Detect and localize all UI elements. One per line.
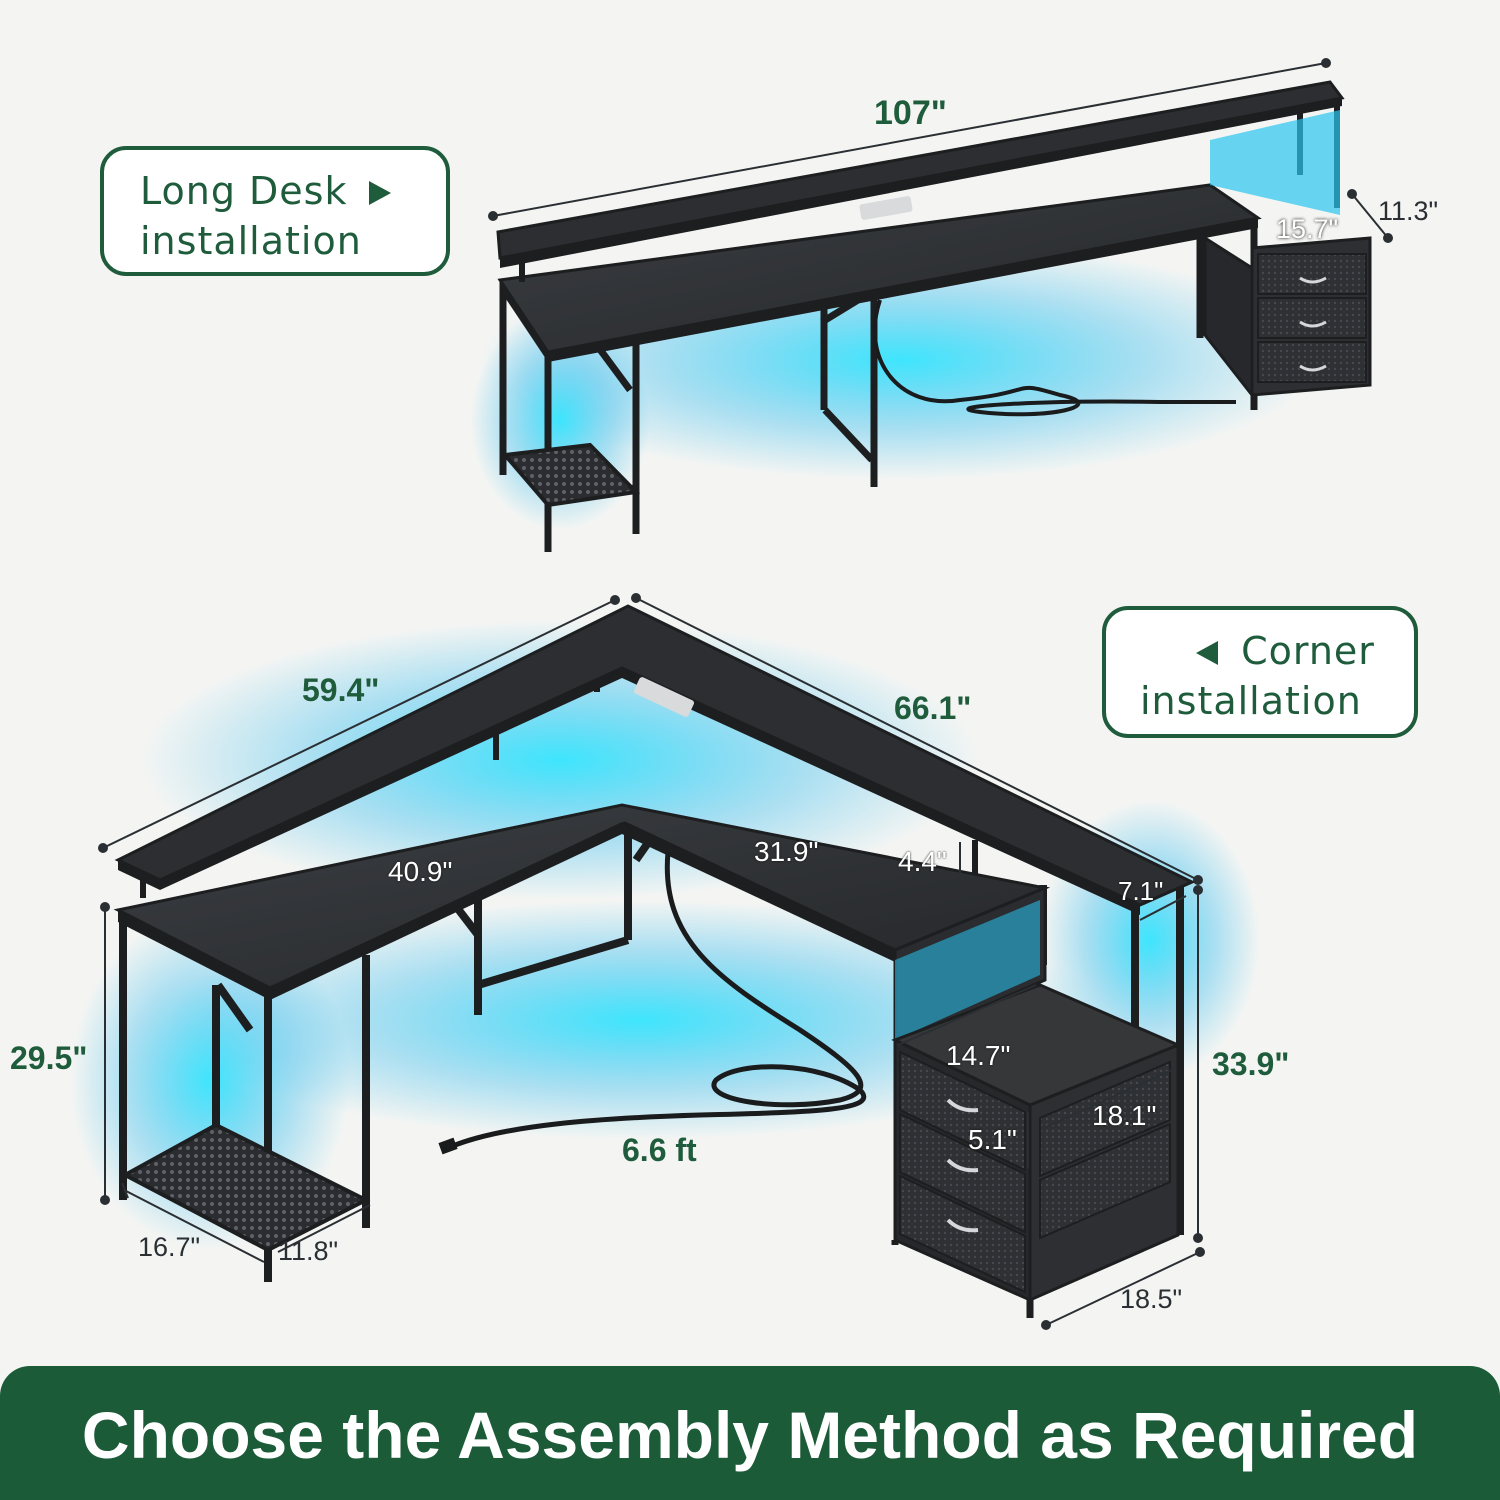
long-desk-badge: Long Desk installation: [100, 146, 450, 276]
corner-riser-height-label: 4.4": [898, 846, 947, 877]
corner-badge-subtitle: installation: [1140, 679, 1362, 723]
long-desk-length-label: 107": [874, 94, 947, 132]
footer-title: Choose the Assembly Method as Required: [81, 1398, 1419, 1472]
corner-badge: Corner installation: [1102, 606, 1418, 738]
corner-right-length-label: 66.1": [894, 690, 972, 726]
corner-inner-left-label: 40.9": [388, 856, 453, 887]
long-desk-drawer-width-label: 15.7": [1276, 214, 1339, 244]
led-glow: [170, 900, 1110, 1140]
long-desk-drawer-depth-label: 11.3": [1378, 196, 1439, 226]
corner-left-length-label: 59.4": [302, 672, 380, 708]
corner-total-height-label: 33.9": [1212, 1046, 1290, 1082]
cabinet-base-label: 18.5": [1120, 1284, 1183, 1314]
corner-badge-title: Corner: [1140, 626, 1414, 676]
corner-drawer-height-label: 5.1": [968, 1124, 1017, 1155]
long-desk-illustration: [470, 58, 1393, 552]
corner-drawer-width-label: 14.7": [946, 1040, 1011, 1071]
corner-shelf-depth-label: 7.1": [1118, 876, 1164, 906]
play-right-icon: [368, 181, 391, 205]
long-desk-badge-title: Long Desk: [140, 166, 446, 216]
leg-width-label: 11.8": [278, 1236, 339, 1266]
long-desk-badge-subtitle: installation: [140, 219, 362, 263]
cable-length-label: 6.6 ft: [622, 1132, 697, 1168]
leg-depth-label: 16.7": [138, 1232, 201, 1262]
corner-inner-right-label: 31.9": [754, 836, 819, 867]
footer-banner: [0, 1366, 1500, 1500]
corner-desk-height-label: 29.5": [10, 1040, 88, 1076]
corner-desk-illustration: [70, 593, 1260, 1330]
corner-drawer-depth-label: 18.1": [1092, 1100, 1157, 1131]
play-left-icon: [1196, 641, 1218, 665]
